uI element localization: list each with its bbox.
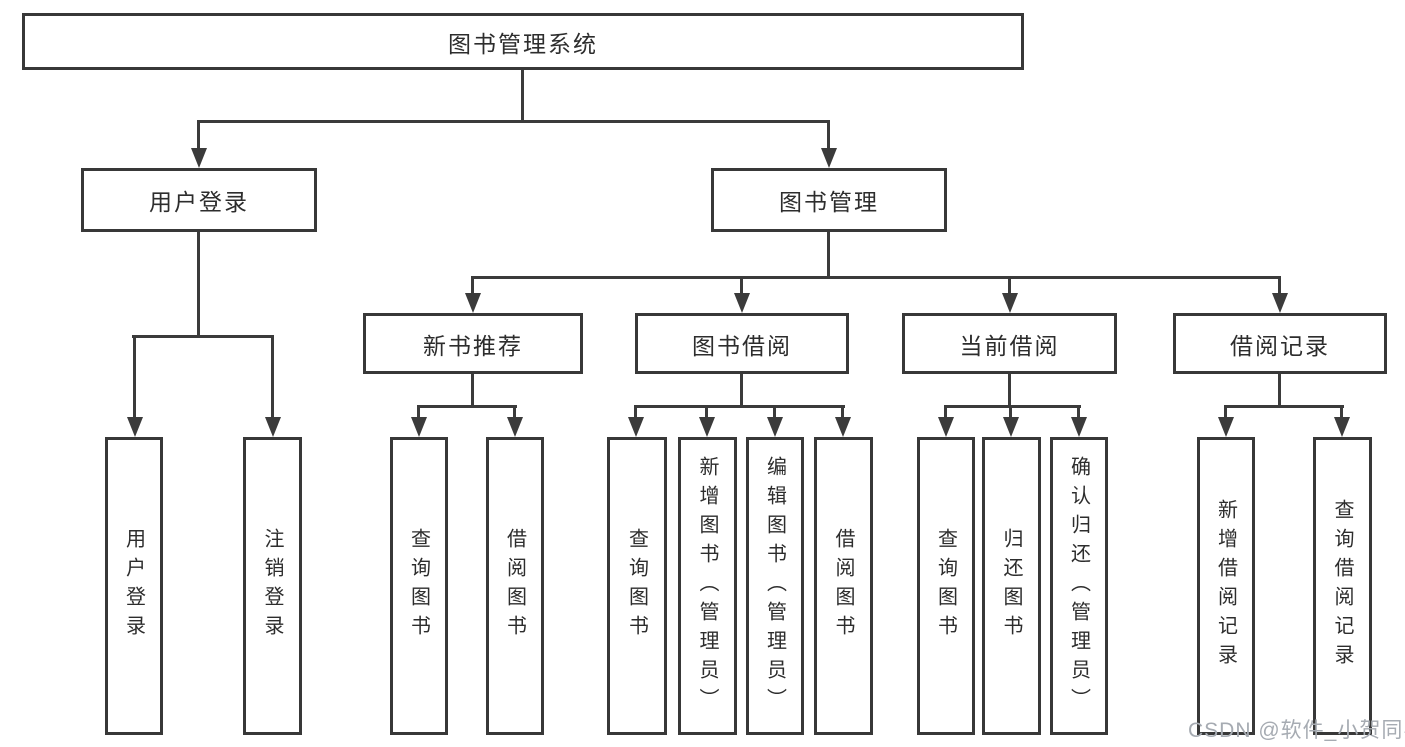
- connector-line: [521, 70, 524, 120]
- node-new-book-recommend: 新书推荐: [363, 313, 583, 374]
- connector-line: [1224, 405, 1344, 408]
- connector-line: [634, 405, 845, 408]
- leaf-user-login: 用户登录: [105, 437, 163, 735]
- down-arrow: [464, 276, 481, 313]
- leaf-records-add-record: 新增借阅记录: [1197, 437, 1255, 735]
- down-arrow: [1333, 405, 1350, 437]
- leaf-borrow-query-books: 查询图书: [607, 437, 667, 735]
- connector-line: [132, 335, 274, 338]
- leaf-recommend-borrow-books: 借阅图书: [486, 437, 544, 735]
- down-arrow: [1271, 276, 1288, 313]
- connector-line: [1008, 374, 1011, 405]
- node-book-borrow: 图书借阅: [635, 313, 849, 374]
- down-arrow: [1070, 405, 1087, 437]
- leaf-logout: 注销登录: [243, 437, 302, 735]
- connector-line: [740, 374, 743, 405]
- down-arrow: [820, 120, 837, 168]
- connector-line: [1278, 374, 1281, 405]
- connector-line: [197, 120, 830, 123]
- node-current-borrow: 当前借阅: [902, 313, 1117, 374]
- leaf-recommend-query-books: 查询图书: [390, 437, 448, 735]
- connector-line: [471, 276, 1281, 279]
- down-arrow: [1001, 276, 1018, 313]
- down-arrow: [264, 335, 281, 437]
- down-arrow: [766, 405, 783, 437]
- down-arrow: [410, 405, 427, 437]
- leaf-borrow-add-books-admin: 新增图书（管理员）: [678, 437, 737, 735]
- leaf-records-query-record: 查询借阅记录: [1313, 437, 1372, 735]
- down-arrow: [506, 405, 523, 437]
- down-arrow: [698, 405, 715, 437]
- leaf-current-query-books: 查询图书: [917, 437, 975, 735]
- down-arrow: [937, 405, 954, 437]
- connector-line: [944, 405, 1081, 408]
- leaf-current-confirm-return-admin: 确认归还（管理员）: [1050, 437, 1108, 735]
- connector-line: [417, 405, 517, 408]
- down-arrow: [1002, 405, 1019, 437]
- connector-line: [197, 232, 200, 335]
- down-arrow: [126, 335, 143, 437]
- down-arrow: [627, 405, 644, 437]
- node-system-root: 图书管理系统: [22, 13, 1024, 70]
- leaf-borrow-edit-books-admin: 编辑图书（管理员）: [746, 437, 804, 735]
- down-arrow: [733, 276, 750, 313]
- leaf-borrow-borrow-books: 借阅图书: [814, 437, 873, 735]
- node-book-management: 图书管理: [711, 168, 947, 232]
- node-borrow-records: 借阅记录: [1173, 313, 1387, 374]
- csdn-watermark: CSDN @软件_小贺同学: [1188, 719, 1405, 742]
- connector-line: [827, 232, 830, 276]
- down-arrow: [190, 120, 207, 168]
- node-user-login: 用户登录: [81, 168, 317, 232]
- connector-line: [471, 374, 474, 405]
- down-arrow: [834, 405, 851, 437]
- down-arrow: [1217, 405, 1234, 437]
- leaf-current-return-books: 归还图书: [982, 437, 1041, 735]
